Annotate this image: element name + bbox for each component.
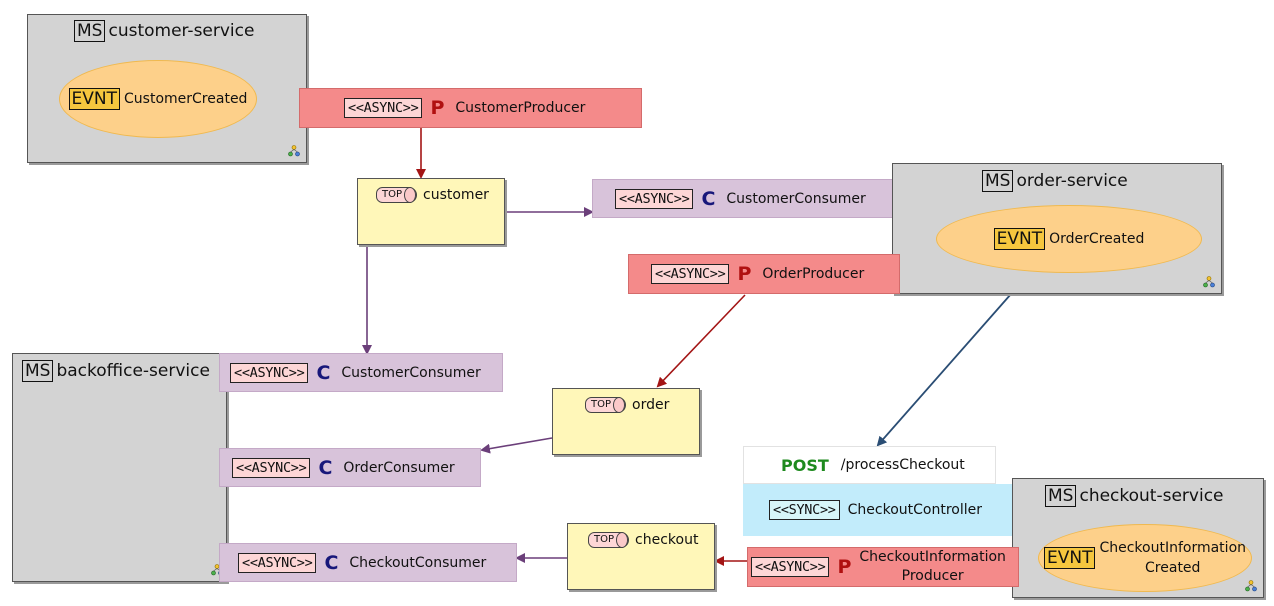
customer-consumer-label: CustomerConsumer	[726, 190, 866, 207]
ms-tag: MS	[74, 20, 106, 42]
endpoint-path: /processCheckout	[840, 457, 965, 473]
backoffice-service-container[interactable]: MS backoffice-service	[12, 353, 227, 582]
customer-created-label: CustomerCreated	[124, 91, 248, 107]
checkout-topic[interactable]: TOP checkout	[567, 523, 715, 590]
backoffice-service-title: backoffice-service	[56, 361, 210, 381]
order-producer-label: OrderProducer	[762, 266, 865, 282]
checkout-controller[interactable]: <<SYNC>> CheckoutController	[743, 484, 1018, 536]
order-consumer-label: OrderConsumer	[343, 459, 455, 476]
topic-tag-icon: TOP	[376, 187, 418, 203]
async-stereotype: <<ASYNC>>	[238, 552, 317, 573]
async-stereotype: <<ASYNC>>	[615, 188, 694, 209]
consumer-letter: C	[316, 361, 331, 384]
process-checkout-endpoint[interactable]: POST /processCheckout	[743, 446, 996, 484]
checkout-consumer-label: CheckoutConsumer	[349, 554, 487, 571]
evnt-tag: EVNT	[1043, 547, 1096, 569]
consumer-letter: C	[324, 551, 339, 574]
hierarchy-icon	[1203, 276, 1215, 288]
order-topic-label: order	[632, 397, 670, 413]
checkout-info-created-label: CheckoutInformation Created	[1099, 540, 1247, 576]
ms-tag: MS	[1045, 485, 1077, 507]
consumer-letter: C	[318, 456, 333, 479]
checkout-topic-label: checkout	[635, 532, 699, 548]
http-method-badge: POST	[781, 455, 829, 475]
hierarchy-icon	[1245, 580, 1257, 592]
evnt-tag: EVNT	[993, 228, 1046, 250]
sync-stereotype: <<SYNC>>	[769, 500, 840, 520]
async-stereotype: <<ASYNC>>	[344, 98, 423, 118]
order-service-customer-consumer[interactable]: <<ASYNC>> C CustomerConsumer	[592, 179, 900, 218]
producer-letter: P	[737, 263, 752, 285]
backoffice-customer-consumer[interactable]: <<ASYNC>> C CustomerConsumer	[219, 353, 503, 392]
customer-producer[interactable]: <<ASYNC>> P CustomerProducer	[299, 88, 642, 128]
checkout-information-producer[interactable]: <<ASYNC>> P CheckoutInformation Producer	[747, 547, 1019, 587]
order-producer[interactable]: <<ASYNC>> P OrderProducer	[628, 254, 900, 294]
async-stereotype: <<ASYNC>>	[232, 457, 311, 478]
customer-consumer-label: CustomerConsumer	[341, 364, 481, 381]
ms-tag: MS	[982, 170, 1014, 192]
customer-topic[interactable]: TOP customer	[357, 178, 505, 245]
customer-producer-label: CustomerProducer	[455, 100, 586, 116]
producer-letter: P	[430, 97, 445, 119]
backoffice-checkout-consumer[interactable]: <<ASYNC>> C CheckoutConsumer	[219, 543, 517, 582]
topic-tag-icon: TOP	[588, 532, 630, 548]
checkout-info-created-event[interactable]: EVNT CheckoutInformation Created	[1038, 524, 1252, 592]
order-topic-to-backoffice-order-consumer	[480, 437, 553, 454]
checkout-information-producer-label: CheckoutInformation Producer	[859, 549, 1006, 584]
async-stereotype: <<ASYNC>>	[751, 557, 830, 577]
order-service-title: order-service	[1016, 171, 1128, 191]
order-producer-to-order-topic	[656, 294, 746, 388]
customer-topic-label: customer	[423, 187, 489, 203]
async-stereotype: <<ASYNC>>	[651, 264, 730, 284]
customer-service-title: customer-service	[108, 21, 255, 41]
checkout-controller-label: CheckoutController	[847, 502, 982, 518]
producer-letter: P	[837, 556, 852, 578]
backoffice-order-consumer[interactable]: <<ASYNC>> C OrderConsumer	[219, 448, 481, 487]
async-stereotype: <<ASYNC>>	[230, 362, 309, 383]
consumer-letter: C	[701, 187, 716, 210]
topic-tag-icon: TOP	[585, 397, 627, 413]
order-topic[interactable]: TOP order	[552, 388, 700, 455]
ms-tag: MS	[22, 360, 54, 382]
customer-created-event[interactable]: EVNT CustomerCreated	[59, 60, 257, 138]
hierarchy-icon	[288, 145, 300, 157]
checkout-service-title: checkout-service	[1079, 486, 1224, 506]
order-service-to-process-checkout	[876, 293, 1012, 447]
order-created-label: OrderCreated	[1049, 231, 1145, 247]
order-created-event[interactable]: EVNT OrderCreated	[936, 205, 1202, 273]
evnt-tag: EVNT	[68, 88, 121, 110]
